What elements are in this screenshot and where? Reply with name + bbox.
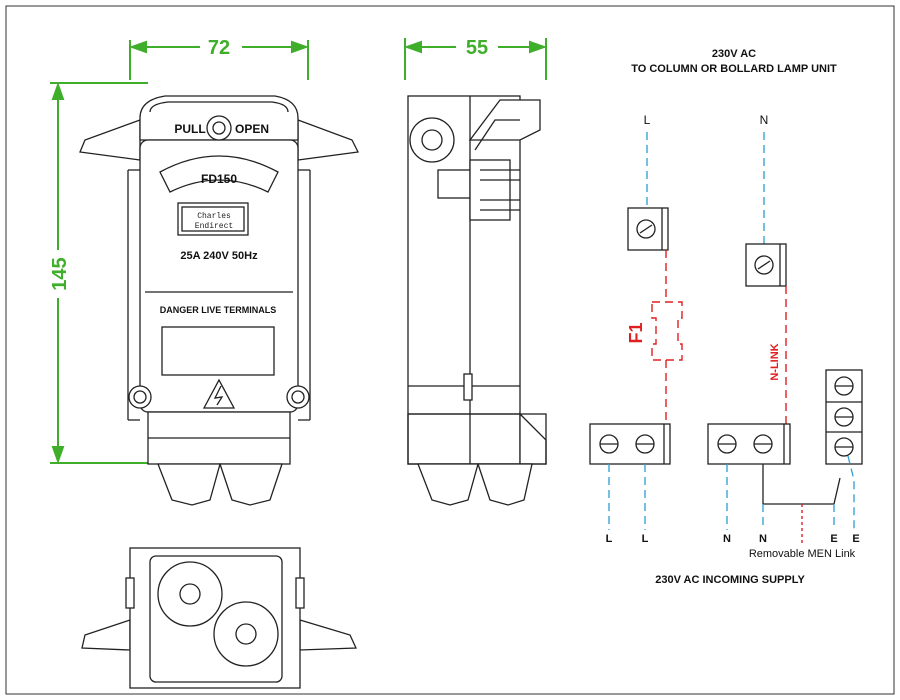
outer-border — [5, 5, 895, 695]
left-cable-entry — [157, 463, 221, 506]
pull-label: PULL — [174, 122, 205, 136]
open-label: OPEN — [235, 122, 269, 136]
top-live-label: L — [644, 113, 651, 127]
fuse-symbol — [651, 301, 683, 361]
warning-label: DANGER LIVE TERMINALS — [160, 305, 277, 315]
bottom-view — [81, 547, 357, 689]
warning-triangle-icon — [202, 378, 236, 409]
right-wing — [297, 119, 359, 161]
side-cable-entry-1 — [417, 463, 479, 506]
top-neutral-terminal — [745, 243, 787, 287]
incoming-label-3: N — [723, 533, 731, 545]
brand-line-2: Endirect — [195, 222, 233, 231]
front-view — [79, 95, 359, 506]
model-badge — [159, 155, 279, 193]
dimension-width — [129, 40, 309, 80]
side-cable-entry-2 — [477, 463, 533, 506]
incoming-label-4: N — [759, 533, 767, 545]
depth-dimension-label: 55 — [466, 37, 488, 59]
model-label: FD150 — [201, 172, 237, 186]
bottom-right-wing — [299, 619, 357, 651]
front-window — [161, 326, 275, 376]
height-dimension-label: 145 — [49, 257, 71, 290]
incoming-label-2: L — [642, 533, 649, 545]
men-link-wire — [762, 464, 841, 505]
n-link-label: N-LINK — [769, 343, 781, 380]
incoming-label-5: E — [830, 533, 837, 545]
wiring-footer-label: 230V AC INCOMING SUPPLY — [655, 574, 805, 586]
incoming-wires — [608, 455, 855, 530]
side-base-wedge — [519, 412, 547, 465]
width-dimension-label: 72 — [208, 37, 230, 59]
wiring-title-line-2: TO COLUMN OR BOLLARD LAMP UNIT — [631, 63, 837, 75]
bottom-neutral-block — [707, 423, 791, 465]
bottom-live-block — [589, 423, 671, 465]
brand-line-1: Charles — [197, 212, 231, 221]
right-cable-entry — [219, 463, 283, 506]
top-live-terminal — [627, 207, 669, 251]
incoming-label-6: E — [852, 533, 859, 545]
incoming-label-1: L — [606, 533, 613, 545]
rating-label: 25A 240V 50Hz — [180, 250, 258, 262]
top-neutral-label: N — [760, 113, 769, 127]
side-view — [407, 95, 547, 506]
men-link-label: Removable MEN Link — [749, 548, 856, 560]
wiring-title-line-1: 230V AC — [712, 48, 756, 60]
earth-block — [825, 369, 863, 465]
bottom-left-wing — [81, 619, 131, 651]
left-wing — [79, 119, 141, 161]
fuse-label: F1 — [626, 322, 646, 343]
dimension-height — [50, 82, 148, 464]
dimension-depth — [404, 38, 547, 80]
